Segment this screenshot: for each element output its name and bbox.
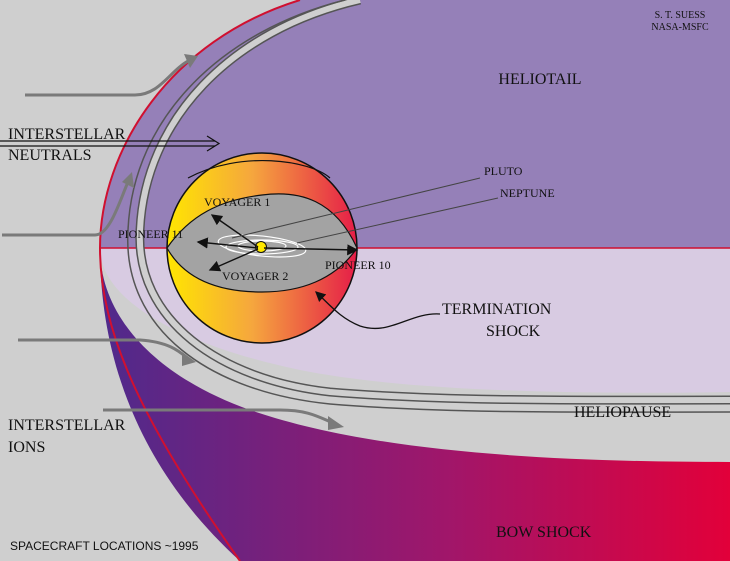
termination-shock-label-line2: SHOCK — [486, 323, 541, 340]
neutrals-arrow — [0, 135, 221, 152]
voyager2-label: VOYAGER 2 — [222, 269, 288, 283]
heliopause-line — [127, 0, 730, 413]
spacecraft-trajectories — [196, 214, 359, 272]
termination-shock-pointer — [315, 291, 441, 330]
voyager1-label: VOYAGER 1 — [204, 195, 270, 209]
sun — [255, 241, 267, 253]
credit-name: S. T. SUESS — [655, 10, 706, 21]
ions-label-line1: INTERSTELLAR — [8, 417, 126, 434]
heliopause-band-inner — [136, 0, 730, 404]
pioneer11-label: PIONEER 11 — [118, 227, 183, 241]
pioneer10-label: PIONEER 10 — [325, 258, 391, 272]
planet-pointers — [231, 177, 499, 244]
pluto-label: PLUTO — [484, 164, 523, 178]
termination-shock-label-line1: TERMINATION — [442, 301, 552, 318]
neptune-label: NEPTUNE — [500, 186, 555, 200]
caption: SPACECRAFT LOCATIONS ~1995 — [10, 539, 199, 553]
flow-arrow-heads — [122, 54, 344, 430]
ions-label-line2: IONS — [8, 439, 45, 456]
neutrals-label-line1: INTERSTELLAR — [8, 126, 126, 143]
neutrals-label-line2: NEUTRALS — [8, 147, 92, 164]
bow-shock-label: BOW SHOCK — [496, 524, 592, 541]
heliopause-label: HELIOPAUSE — [574, 404, 671, 421]
bow-shock-region — [100, 248, 730, 561]
credit-org: NASA-MSFC — [651, 22, 709, 33]
heliotail-label: HELIOTAIL — [498, 71, 581, 88]
